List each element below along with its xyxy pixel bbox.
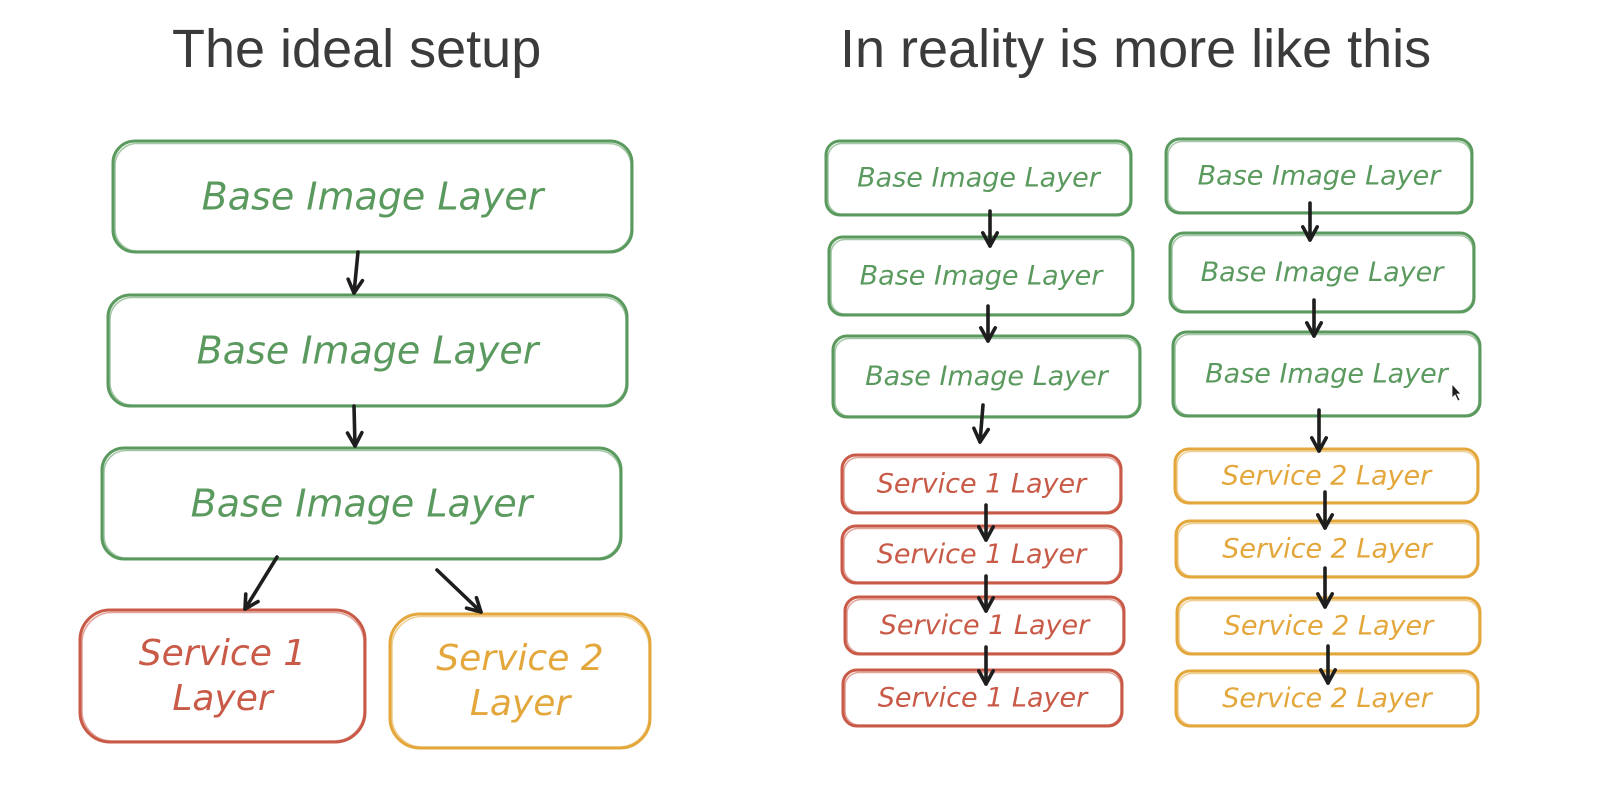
reality-col2-service-layer-2: Service 2 Layer [1174,519,1480,579]
reality-col2-base-layer-2: Base Image Layer [1168,231,1476,314]
ideal-base-layer-1: Base Image Layer [111,139,634,254]
layer-label: Base Image Layer [857,163,1102,194]
box-outline-sketch [830,238,1133,315]
layer-label: Service 2 Layer [1222,534,1433,565]
arrow [979,304,997,343]
layer-label: Base Image Layer [1198,161,1443,192]
layer-label: Base Image Layer [202,175,546,219]
mouse-cursor-icon [1451,382,1462,402]
layer-label: Layer [172,678,275,719]
box-outline-sketch [843,527,1121,583]
layer-label: Base Image Layer [865,361,1110,392]
arrow [1305,298,1323,338]
layer-label: Service 2 Layer [1224,611,1435,642]
ideal-base-layer-2: Base Image Layer [106,293,629,408]
reality-col1-base-layer-3: Base Image Layer [831,334,1142,419]
box-outline [78,608,367,744]
reality-col2-base-layer-3: Base Image Layer [1171,330,1482,418]
ideal-setup-title: The ideal setup [172,19,542,79]
box-outline-sketch [391,615,650,748]
box-outline [388,612,652,750]
box-outline-sketch [827,142,1131,215]
box-outline-sketch [1171,234,1474,312]
box-outline-sketch [103,449,621,559]
arrow [243,555,279,611]
arrow [1316,566,1334,609]
box-outline-sketch [109,296,627,406]
arrow [977,503,995,542]
box-outline [824,139,1133,217]
box-outline [841,668,1124,728]
box-outline-sketch [1167,140,1472,213]
box-outline-sketch [1174,333,1480,416]
arrow [977,574,995,613]
box-outline [1171,330,1482,418]
layer-label: Service 2 [436,638,603,679]
layer-label: Base Image Layer [1205,359,1450,390]
layer-label: Base Image Layer [197,329,541,373]
arrow [1319,644,1337,685]
box-outline-sketch [1176,450,1478,503]
layer-label: Base Image Layer [860,261,1105,292]
reality-col1-base-layer-2: Base Image Layer [827,235,1135,317]
box-outline-sketch [114,142,632,252]
arrow [1301,201,1319,242]
box-outline [827,235,1135,317]
layer-label: Service 1 Layer [880,610,1091,641]
box-outline-sketch [843,456,1121,513]
arrow [1310,408,1328,453]
layer-label: Service 1 [139,633,306,674]
reality-col1-service-layer-1: Service 1 Layer [840,453,1123,515]
layer-label: Service 1 Layer [877,469,1088,500]
layer-label: Service 1 Layer [878,683,1089,714]
layer-label: Service 2 Layer [1222,683,1433,714]
box-outline [840,524,1123,585]
layer-label: Base Image Layer [191,482,535,526]
arrow [345,404,364,448]
layer-label: Service 2 Layer [1222,461,1433,492]
box-outline [840,453,1123,515]
arrow [1316,490,1334,530]
arrow [435,568,483,614]
reality-col1-base-layer-1: Base Image Layer [824,139,1133,217]
box-outline-sketch [81,611,365,742]
box-outline [111,139,634,254]
layer-label: Service 1 Layer [877,539,1088,570]
reality-col1-service-layer-2: Service 1 Layer [840,524,1123,585]
arrow [981,209,999,248]
reality-col2-base-layer-1: Base Image Layer [1164,137,1474,215]
box-outline [100,446,623,561]
arrow [346,250,365,295]
arrow [972,403,991,444]
ideal-base-layer-3: Base Image Layer [100,446,623,561]
reality-title: In reality is more like this [840,19,1432,79]
reality-col1-service-layer-4: Service 1 Layer [841,668,1124,728]
arrow [977,645,995,686]
layer-label: Layer [470,683,573,724]
layer-label: Base Image Layer [1201,257,1446,288]
box-outline [106,293,629,408]
box-outline [1164,137,1474,215]
box-outline-sketch [844,671,1122,726]
box-outline [1168,231,1476,314]
